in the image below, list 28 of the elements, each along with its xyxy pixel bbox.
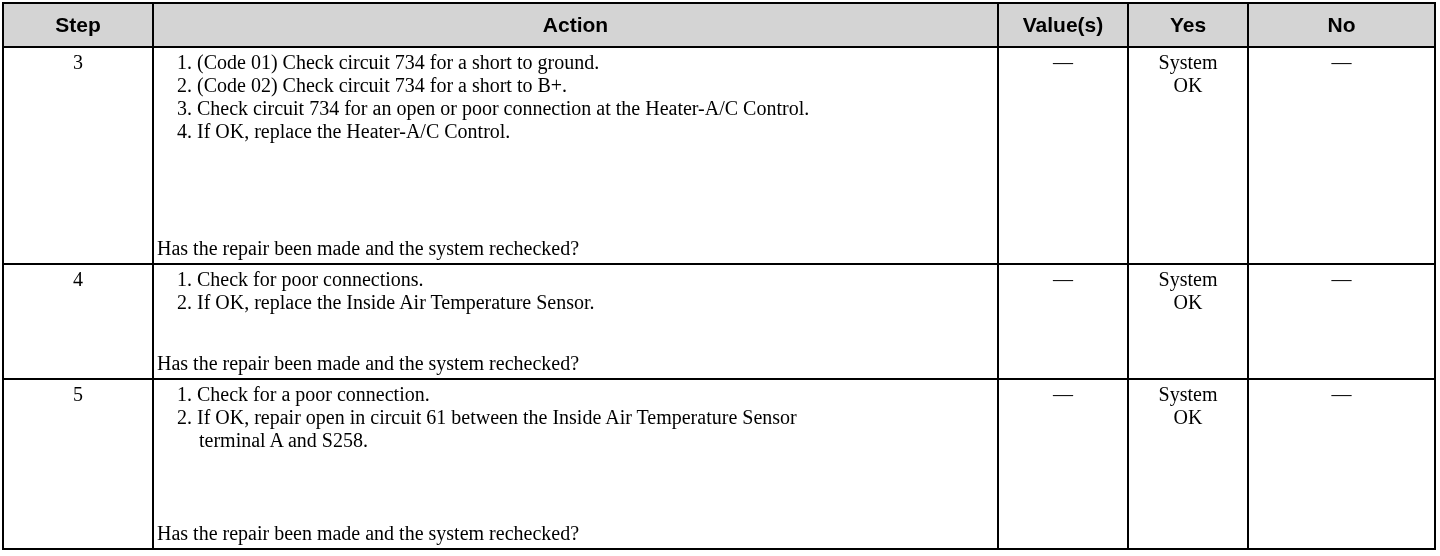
yes-text: System OK xyxy=(1157,383,1219,430)
yes-text: System OK xyxy=(1157,51,1219,98)
action-item: 1. Check for poor connections. xyxy=(177,268,425,291)
action-item: 1. Check for a poor connection. xyxy=(177,383,431,406)
action-item: 2. If OK, repair open in circuit 61 between the Inside Air Temperature Sensor terminal A and S258. xyxy=(177,406,798,452)
value-text: — xyxy=(1053,51,1073,75)
value-text: — xyxy=(1053,268,1073,292)
column-header: No xyxy=(1327,12,1356,39)
question-text: Has the repair been made and the system rechecked? xyxy=(157,522,581,545)
column-header: Value(s) xyxy=(1022,12,1104,39)
yes-text: System OK xyxy=(1157,268,1219,315)
no-text: — xyxy=(1331,51,1352,75)
step-number: 5 xyxy=(73,383,83,407)
value-text: — xyxy=(1053,383,1073,407)
step-number: 3 xyxy=(73,51,83,75)
action-item: 4. If OK, replace the Heater-A/C Control. xyxy=(177,120,512,143)
step-number: 4 xyxy=(73,268,83,292)
question-text: Has the repair been made and the system rechecked? xyxy=(157,352,581,375)
action-item: 3. Check circuit 734 for an open or poor connection at the Heater-A/C Control. xyxy=(177,97,811,120)
action-item: 1. (Code 01) Check circuit 734 for a short to ground. xyxy=(177,51,601,74)
action-item: 2. If OK, replace the Inside Air Temperature Sensor. xyxy=(177,291,596,314)
question-text: Has the repair been made and the system rechecked? xyxy=(157,237,581,260)
column-header: Yes xyxy=(1169,12,1207,39)
column-header: Step xyxy=(55,12,101,39)
action-item: 2. (Code 02) Check circuit 734 for a short to B+. xyxy=(177,74,569,97)
column-header: Action xyxy=(542,12,609,39)
no-text: — xyxy=(1331,383,1352,407)
no-text: — xyxy=(1331,268,1352,292)
